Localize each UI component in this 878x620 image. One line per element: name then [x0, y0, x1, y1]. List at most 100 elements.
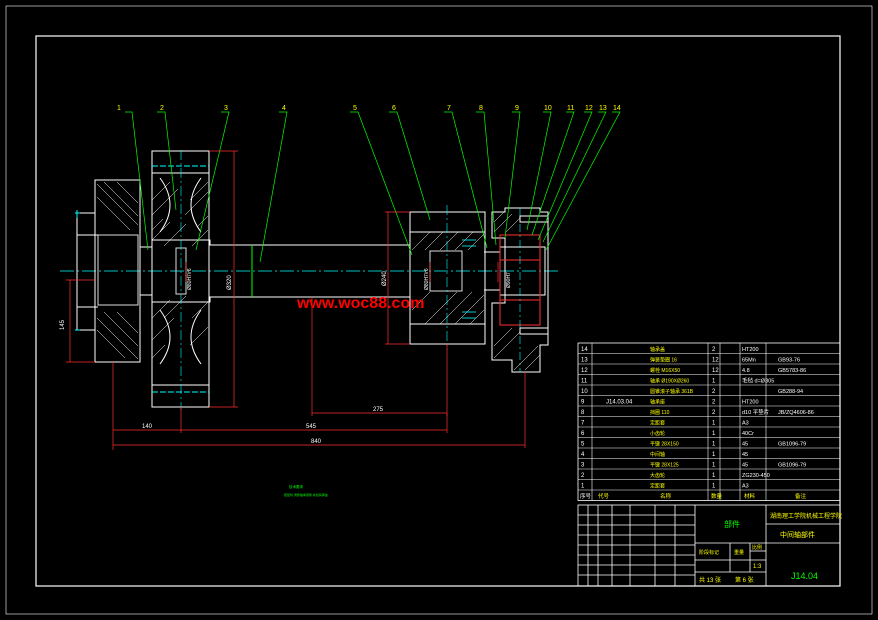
- tech-note-text: 装配时 调整轴承游隙 并加润滑油: [284, 492, 328, 497]
- bom-item-qty: 2: [712, 400, 716, 406]
- bom-item-name: 平键 28X125: [650, 462, 679, 469]
- dim-140: 140: [142, 424, 153, 430]
- bom-item-qty: 2: [712, 410, 716, 416]
- bom-item-material: 4.8: [742, 368, 750, 374]
- bom-item-material: ZG230-450: [742, 473, 770, 479]
- bom-item-name: 平键 28X150: [650, 441, 679, 448]
- bom-item-material: HT200: [742, 347, 759, 353]
- bom-item-standard: GB93-76: [778, 358, 800, 364]
- dim-275: 275: [373, 407, 384, 413]
- balloon-1: 1: [117, 105, 121, 112]
- part-name: 部件: [724, 519, 740, 529]
- bom-item-qty: 1: [712, 473, 716, 479]
- bom-item-number: 11: [581, 379, 588, 385]
- balloon-11: 11: [567, 105, 574, 112]
- bom-item-material: A3: [742, 484, 749, 490]
- total-sheets: 共 13 张: [699, 576, 721, 584]
- dim-hub-right: Ø80H7/r6: [424, 268, 430, 290]
- bom-item-material: HT200: [742, 400, 759, 406]
- drawing-title: 中间轴部件: [780, 530, 815, 539]
- bom-item-material: 45: [742, 463, 748, 469]
- drawing-number: J14.04: [791, 571, 818, 581]
- bom-item-standard: GB1096-79: [778, 442, 806, 448]
- small-gear-hatch: [411, 231, 485, 325]
- bom-item-name: 弹簧垫圈 16: [650, 357, 677, 364]
- bom-item-number: 4: [581, 452, 585, 458]
- bom-item-standard: GB1096-79: [778, 463, 806, 469]
- bom-item-qty: 1: [712, 452, 716, 458]
- bom-assembly-code: J14.03.04: [606, 400, 633, 406]
- bom-header-code: 代号: [598, 492, 610, 500]
- bom-item-qty: 1: [712, 431, 716, 437]
- bom-item-number: 7: [581, 421, 585, 427]
- dim-large-gear-dia: Ø320: [227, 275, 233, 290]
- dim-bearing: Ø90H7: [506, 272, 512, 288]
- balloon-3: 3: [224, 105, 228, 112]
- bom-item-material: d10 平垫片: [742, 408, 769, 416]
- left-bearing-housing: [75, 179, 141, 363]
- bom-item-number: 10: [581, 389, 588, 395]
- bom-item-material: A3: [742, 421, 749, 427]
- dim-145: 145: [60, 319, 66, 330]
- bom-item-qty: 1: [712, 484, 716, 490]
- leader-lines: [125, 111, 621, 263]
- balloon-5: 5: [353, 105, 357, 112]
- right-bearing-housing: [491, 207, 549, 373]
- bom-item-material: 40Cr: [742, 431, 754, 437]
- bom-item-name: 大齿轮: [650, 472, 665, 479]
- bom-item-name: 圆锥滚子轴承 361B: [650, 388, 694, 395]
- balloon-14: 14: [613, 105, 621, 112]
- gear-bolts: [462, 239, 476, 319]
- scale-label: 比例: [752, 544, 762, 551]
- bom-item-material: 45: [742, 452, 748, 458]
- bom-item-standard: JB/ZQ4606-86: [778, 410, 814, 416]
- bom-item-number: 12: [581, 368, 588, 374]
- small-gear: [409, 205, 486, 350]
- bom-item-name: 定距套: [650, 420, 665, 427]
- balloon-2: 2: [160, 105, 164, 112]
- bom-item-qty: 1: [712, 421, 716, 427]
- bom-item-number: 1: [581, 484, 585, 490]
- left-housing-hatch: [96, 181, 139, 360]
- bom-item-number: 6: [581, 431, 585, 437]
- bom-header-qty: 数量: [711, 492, 723, 500]
- dim-545: 545: [306, 424, 317, 430]
- sheet-number: 第 6 张: [735, 576, 754, 584]
- bom-item-number: 2: [581, 473, 585, 479]
- drawing-frame: [35, 35, 841, 587]
- bom-item-name: 螺栓 M16X50: [650, 367, 680, 374]
- tech-note-title: 技术要求: [289, 484, 303, 489]
- bom-header-material: 材料: [744, 492, 756, 500]
- dimension-lines: [66, 150, 526, 450]
- watermark-text: www.woc88.com: [296, 295, 424, 312]
- balloon-13: 13: [599, 105, 607, 112]
- bom-item-material: 45: [742, 442, 748, 448]
- bom-item-qty: 2: [712, 347, 716, 353]
- bom-item-name: 定距套: [650, 483, 665, 490]
- bom-item-standard: GB5783-86: [778, 368, 806, 374]
- balloon-labels: 1 2 3 4 5 6 7 8 9 10 11 12 13 14: [117, 105, 621, 112]
- bom-item-number: 9: [581, 400, 585, 406]
- bom-item-number: 14: [581, 347, 588, 353]
- dim-840: 840: [311, 439, 322, 445]
- large-gear-hatch: [151, 181, 209, 359]
- institution-name: 湖南理工学院机械工程学院: [770, 512, 842, 520]
- bom-item-qty: 2: [712, 389, 716, 395]
- stage-mark-label: 阶段标记: [699, 549, 719, 556]
- dimension-texts: 275 140 545 840 145 Ø320 Ø240 Ø80H7/r6 Ø…: [60, 268, 512, 445]
- balloon-9: 9: [515, 105, 519, 112]
- right-housing-hatch: [493, 211, 541, 371]
- dim-hub-left: Ø80H7/r6: [187, 268, 193, 290]
- bom-item-name: 中间轴: [650, 451, 665, 458]
- sheet-edge: [5, 5, 873, 615]
- balloon-12: 12: [585, 105, 593, 112]
- bom-item-qty: 1: [712, 442, 716, 448]
- bom-item-name: 小齿轮: [650, 430, 665, 437]
- bom-item-material: 毛毡 d=Ø305: [742, 377, 774, 385]
- bom-item-number: 8: [581, 410, 585, 416]
- scale-value: 1:3: [753, 564, 762, 570]
- bom-item-number: 3: [581, 463, 585, 469]
